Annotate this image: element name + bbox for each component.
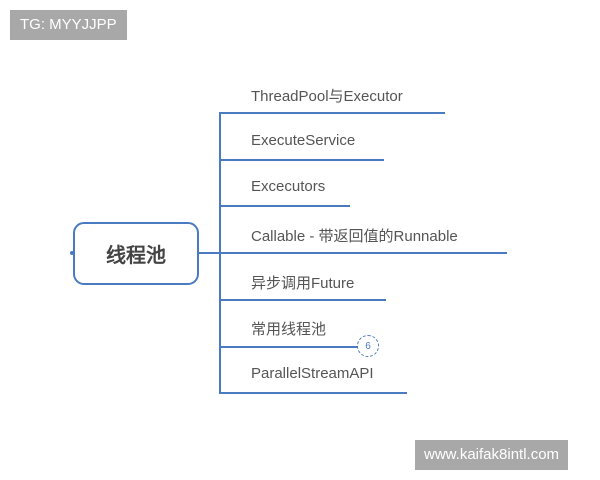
branch-underline-2 xyxy=(219,159,384,161)
root-node[interactable]: 线程池 xyxy=(73,222,199,285)
branch-executeservice[interactable]: ExecuteService xyxy=(251,132,356,149)
branch-threadpool-executor[interactable]: ThreadPool与Executor xyxy=(251,88,403,105)
branch-excecutors[interactable]: Excecutors xyxy=(251,178,326,195)
branch-parallelstreamapi[interactable]: ParallelStreamAPI xyxy=(251,365,374,382)
root-node-label: 线程池 xyxy=(106,245,166,267)
branch-underline-6 xyxy=(219,346,359,348)
root-left-handle-icon xyxy=(70,251,74,255)
branch-underline-1 xyxy=(219,112,445,114)
branch-common-threadpools[interactable]: 常用线程池 xyxy=(251,321,327,338)
branch-underline-7 xyxy=(219,392,407,394)
watermark-bottom-right: www.kaifak8intl.com xyxy=(415,440,569,470)
branch-underline-4 xyxy=(219,252,507,254)
branch-async-future[interactable]: 异步调用Future xyxy=(251,275,355,292)
collapsed-children-badge[interactable]: 6 xyxy=(357,335,379,357)
root-connector xyxy=(199,252,221,254)
branch-callable[interactable]: Callable - 带返回值的Runnable xyxy=(251,228,458,245)
branch-underline-3 xyxy=(219,205,350,207)
branch-underline-5 xyxy=(219,299,386,301)
watermark-top-left: TG: MYYJJPP xyxy=(10,10,127,40)
